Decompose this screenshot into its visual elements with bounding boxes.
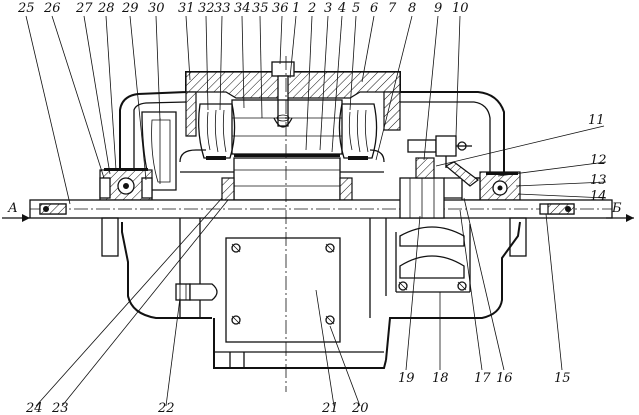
callout-22: 22 [157,401,175,415]
cover-plate [225,237,341,343]
callout-5: 5 [352,1,360,16]
section-arrow-left: А [2,201,30,222]
callout-25: 25 [17,1,35,16]
callout-16: 16 [496,371,513,386]
right-bearing [461,171,521,201]
callout-3: 3 [324,1,332,16]
callout-7: 7 [388,1,397,16]
callout-20: 20 [351,401,369,415]
callout-18: 18 [432,371,449,386]
sensor-assembly [407,135,479,187]
callout-8: 8 [408,1,416,16]
stator-windings [198,99,378,160]
callout-4: 4 [337,1,346,16]
callout-10: 10 [452,1,469,16]
callout-35: 35 [252,1,269,16]
callout-15: 15 [554,371,571,386]
top-bolt [271,61,295,128]
callout-34: 34 [234,1,251,16]
callout-29: 29 [121,1,139,16]
callout-31: 31 [178,1,195,16]
callout-14: 14 [590,189,607,204]
callout-1: 1 [292,1,300,16]
callout-36: 36 [272,1,289,16]
callout-12: 12 [590,153,607,168]
leader-lines [25,15,607,407]
callout-32: 32 [198,1,215,16]
callout-33: 33 [214,1,231,16]
section-arrow-right: Б [606,201,634,222]
callout-6: 6 [370,1,378,16]
main-shaft [29,199,613,257]
side-lifting-bolt [175,283,218,301]
top-cover-section [185,71,401,137]
callout-numbers: 25 26 27 28 29 30 31 32 33 34 35 36 1 2 … [17,1,607,415]
heat-sink [395,224,471,293]
callout-13: 13 [590,173,607,188]
callout-30: 30 [148,1,165,16]
callout-26: 26 [43,1,61,16]
callout-19: 19 [398,371,415,386]
section-mark-right: Б [611,201,622,216]
left-bearing [99,168,153,201]
callout-24: 24 [25,401,43,415]
callout-27: 27 [75,1,93,16]
callout-23: 23 [51,401,69,415]
housing-outline [119,71,521,369]
callout-17: 17 [474,371,491,386]
callout-2: 2 [307,1,316,16]
callout-9: 9 [434,1,442,16]
callout-28: 28 [97,1,115,16]
section-mark-left: А [7,201,18,216]
callout-21: 21 [321,401,339,415]
callout-11: 11 [588,113,605,128]
